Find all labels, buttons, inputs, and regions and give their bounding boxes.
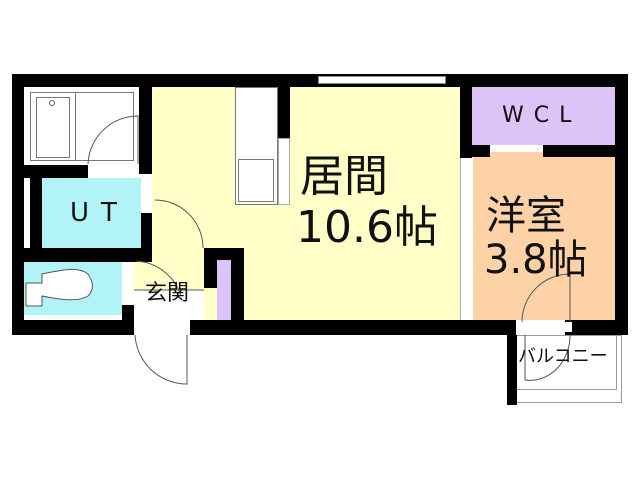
western-room-size: 3.8帖: [484, 237, 588, 283]
kitchen-counter: [235, 87, 278, 205]
bathroom: [24, 87, 139, 165]
kitchen-sink: [238, 159, 274, 202]
wall-ut-bottom: [24, 248, 152, 262]
wall-left: [12, 74, 24, 335]
wall-toilet-right: [122, 305, 134, 335]
window-top: [318, 76, 446, 84]
wall-right: [615, 74, 628, 335]
partition-western: [460, 158, 472, 320]
toilet-door-opening: [122, 262, 134, 305]
wall-shoe-right: [231, 248, 244, 323]
ut-label: UT: [70, 198, 129, 228]
wall-bath-bottom: [24, 165, 88, 178]
entrance-door-opening: [134, 322, 190, 334]
western-door-swing: [521, 273, 571, 323]
wall-wcl-bottom-right: [543, 145, 615, 157]
front-door-swing: [134, 334, 188, 385]
shoe-closet: [217, 260, 231, 320]
balcony-door-opening: [522, 322, 572, 332]
bathtub: [36, 97, 70, 158]
living-room-name: 居間: [300, 151, 388, 202]
balcony-label: バルコニー: [518, 346, 608, 367]
toilet-icon: [25, 268, 93, 307]
walk-in-closet: [472, 87, 615, 145]
bathtub-frame: [30, 92, 134, 161]
ut-door-swing: [154, 199, 204, 249]
western-room-name: 洋室: [486, 193, 566, 239]
wall-bottom-right: [565, 320, 628, 335]
fridge-space: [278, 138, 290, 205]
utility-room: [42, 178, 141, 248]
wcl-label: WCL: [502, 103, 582, 128]
balcony: [517, 335, 622, 403]
wall-ut-left: [30, 178, 42, 248]
wall-ut-right: [141, 213, 152, 248]
wall-shoe-left: [204, 248, 217, 288]
western-room: [473, 152, 615, 320]
wall-wcl-bottom-left: [460, 145, 490, 157]
balcony-door-swing: [524, 334, 571, 381]
drain-icon: [49, 100, 55, 106]
entrance-floor: [134, 290, 204, 322]
entrance-label: 玄関: [145, 281, 190, 306]
ut-door-opening: [141, 178, 152, 213]
wall-bottom-mid: [190, 320, 516, 335]
bath-door-swing: [87, 115, 139, 165]
ut-left-gap: [24, 178, 30, 248]
balcony-inner: [517, 335, 617, 390]
living-room-size: 10.6帖: [296, 202, 438, 253]
bathtub-divider: [75, 92, 76, 161]
wall-bottom-left: [12, 320, 134, 335]
wall-kitchen-stub: [278, 74, 290, 140]
wall-wcl-left: [460, 74, 472, 158]
balcony-wall: [507, 335, 517, 405]
wall-bath-right: [139, 74, 152, 174]
